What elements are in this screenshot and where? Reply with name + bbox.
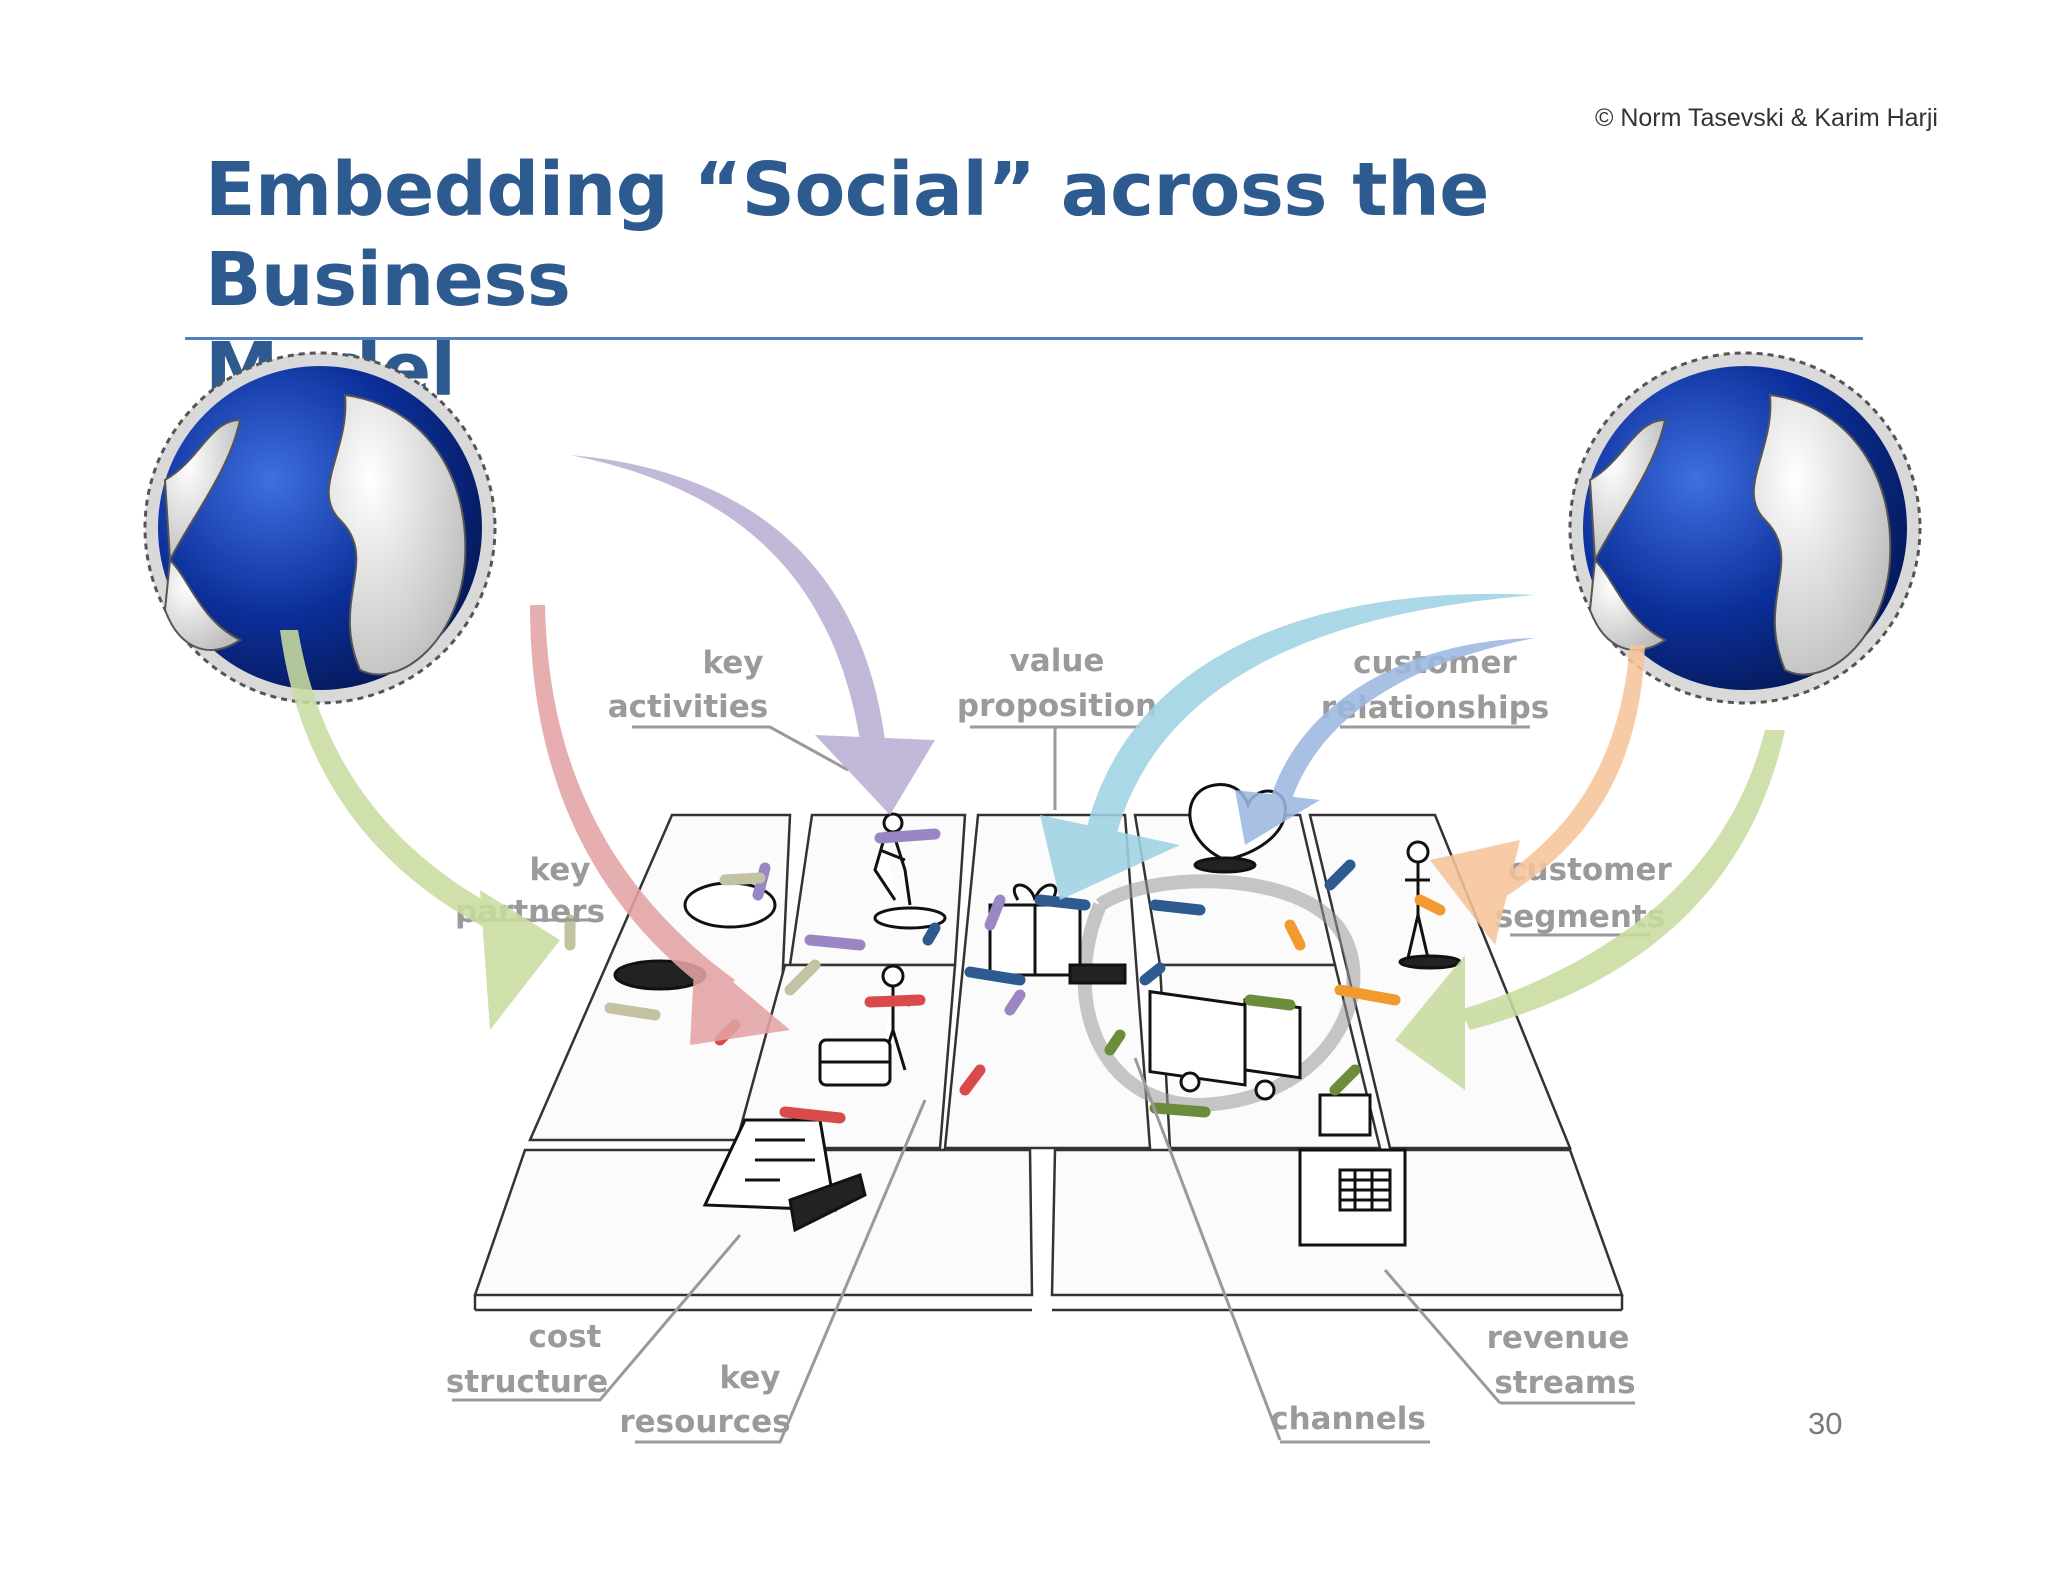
callout-lines bbox=[452, 725, 1650, 1444]
globe-right-icon bbox=[1568, 351, 1922, 705]
customer-person-sketch bbox=[1398, 840, 1462, 970]
arrow-blue-to-customer-relationships bbox=[1235, 638, 1535, 845]
globe-left-icon bbox=[143, 351, 497, 705]
arrow-green-to-channels bbox=[1395, 730, 1785, 1090]
cash-register-sketch bbox=[1298, 1093, 1407, 1247]
arrow-cyan-to-value-proposition bbox=[1040, 593, 1535, 900]
arrow-green-to-key-partners bbox=[280, 630, 560, 1030]
slide-title: Embedding “Social” across the Business M… bbox=[205, 145, 1705, 415]
worker-with-crate-sketch bbox=[818, 964, 911, 1087]
sketch-props bbox=[613, 783, 1462, 1247]
page-number: 30 bbox=[1808, 1406, 1843, 1441]
label-revenue-streams-2: streams bbox=[1494, 1365, 1635, 1401]
copyright-notice: © Norm Tasevski & Karim Harji bbox=[1594, 104, 1938, 132]
label-key-activities-2: activities bbox=[608, 689, 769, 725]
label-value-proposition-1: value bbox=[1010, 643, 1105, 679]
arrow-orange-to-customer-segments bbox=[1430, 645, 1645, 945]
title-divider bbox=[185, 337, 1863, 340]
arrows bbox=[280, 455, 1785, 1090]
label-key-resources-2: resources bbox=[619, 1404, 790, 1440]
channel-loop bbox=[1077, 874, 1361, 1113]
document-sketch bbox=[702, 1118, 867, 1233]
label-cost-structure-1: cost bbox=[529, 1319, 602, 1355]
label-revenue-streams-1: revenue bbox=[1487, 1320, 1630, 1356]
arrow-purple-to-key-activities bbox=[570, 455, 935, 815]
label-key-resources-1: key bbox=[719, 1360, 780, 1396]
label-key-activities-1: key bbox=[702, 645, 763, 681]
arrow-red-to-key-resources bbox=[530, 605, 790, 1045]
label-key-partners-1: key bbox=[529, 852, 590, 888]
worker-digging-sketch bbox=[873, 812, 947, 930]
label-channels: channels bbox=[1270, 1401, 1426, 1437]
tile-cost-structure bbox=[473, 1148, 1034, 1297]
colored-dashes bbox=[564, 828, 1446, 1124]
title-line-1: Embedding “Social” across the Business bbox=[205, 147, 1489, 323]
label-value-proposition-2: proposition bbox=[957, 688, 1157, 724]
tile-customer-segments bbox=[1308, 813, 1572, 1150]
truck-sketch bbox=[1148, 989, 1302, 1101]
gift-box-sketch bbox=[988, 883, 1127, 985]
label-cost-structure-2: structure bbox=[446, 1364, 608, 1400]
